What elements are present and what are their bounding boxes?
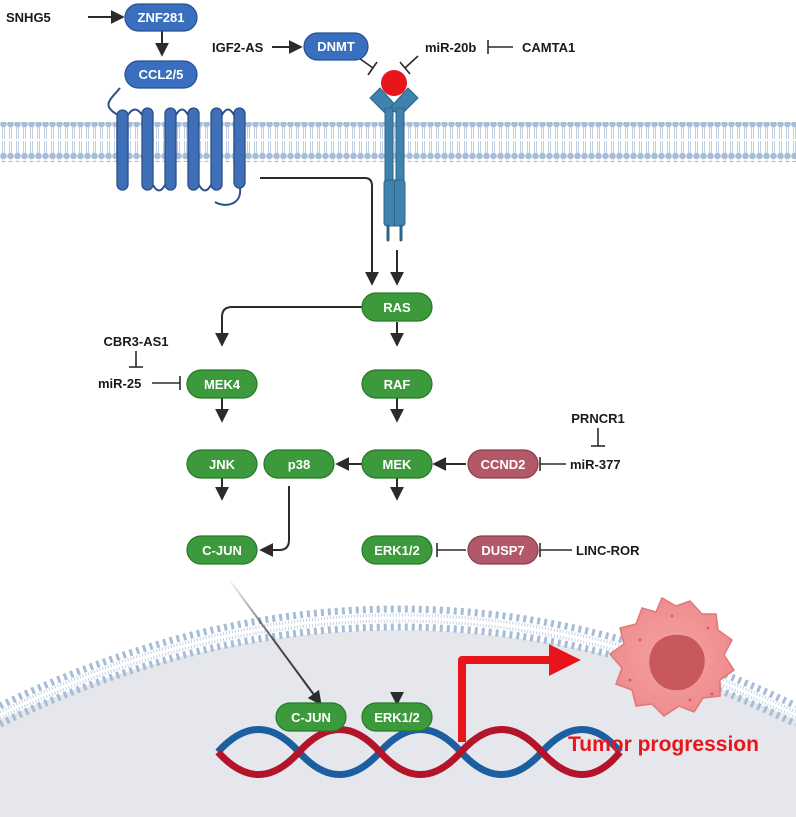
node-dnmt: DNMT [303, 32, 369, 61]
activation-arrows [88, 10, 466, 706]
inhibit-mir25-mek4 [152, 376, 181, 390]
node-erk12: ERK1/2 [361, 535, 433, 565]
arrow-p38-cjun [259, 486, 290, 557]
node-raf: RAF [361, 369, 433, 399]
node-raf-label: RAF [384, 377, 411, 392]
ligand-dot-icon [381, 70, 407, 96]
label-mir-20b: miR-20b [425, 40, 476, 55]
arrow-gpcr-ras [260, 177, 379, 286]
label-camta1: CAMTA1 [522, 40, 575, 55]
inhibit-mir20b-rtk [399, 55, 419, 75]
node-ccl2-5: CCL2/5 [124, 60, 198, 89]
label-snhg5: SNHG5 [6, 10, 51, 25]
arrow-ras-mek4 [215, 306, 362, 347]
node-p38: p38 [263, 449, 335, 479]
inhibit-mir377-ccnd2 [539, 457, 566, 471]
node-ccl2-5-label: CCL2/5 [139, 67, 184, 82]
node-p38-label: p38 [288, 457, 310, 472]
label-mir-25: miR-25 [98, 376, 141, 391]
label-mir-377: miR-377 [570, 457, 621, 472]
node-mek4: MEK4 [186, 369, 258, 399]
tumor-progression-label: Tumor progression [568, 733, 759, 756]
inhibition-lines [129, 40, 605, 557]
inhibit-camta1-mir20b [487, 40, 513, 54]
node-erk12-nuclear: ERK1/2 [361, 702, 433, 732]
node-znf281-label: ZNF281 [138, 10, 185, 25]
node-ccnd2: CCND2 [467, 449, 539, 479]
label-prncr1: PRNCR1 [571, 411, 624, 426]
node-erk12-nuclear-label: ERK1/2 [374, 710, 420, 725]
node-mek-label: MEK [383, 457, 413, 472]
label-igf2-as: IGF2-AS [212, 40, 264, 55]
node-ras: RAS [361, 292, 433, 322]
node-znf281: ZNF281 [124, 3, 198, 32]
node-c-jun-nuclear: C-JUN [275, 702, 347, 732]
label-cbr3-as1: CBR3-AS1 [103, 334, 168, 349]
rtk-receptor-icon [369, 87, 419, 242]
node-dusp7: DUSP7 [467, 535, 539, 565]
label-linc-ror: LINC-ROR [576, 543, 640, 558]
node-erk12-label: ERK1/2 [374, 543, 420, 558]
node-mek: MEK [361, 449, 433, 479]
inhibit-lincror-dusp7 [539, 543, 572, 557]
node-ras-label: RAS [383, 300, 411, 315]
arrow-cjun-nucleus [227, 577, 322, 706]
tumor-progression-arrow [458, 644, 581, 742]
node-mek4-label: MEK4 [204, 377, 241, 392]
inhibit-dusp7-erk [436, 543, 466, 557]
node-jnk-label: JNK [209, 457, 236, 472]
node-c-jun-label: C-JUN [202, 543, 242, 558]
gpcr-receptor-icon [107, 87, 246, 206]
inhibit-prncr1-mir377 [591, 428, 605, 447]
node-ccnd2-label: CCND2 [481, 457, 526, 472]
tumor-cell-icon [608, 596, 736, 717]
node-c-jun: C-JUN [186, 535, 258, 565]
node-c-jun-nuclear-label: C-JUN [291, 710, 331, 725]
node-dusp7-label: DUSP7 [481, 543, 524, 558]
inhibit-cbr3as1-mir25 [129, 351, 143, 368]
node-dnmt-label: DNMT [317, 39, 355, 54]
node-jnk: JNK [186, 449, 258, 479]
